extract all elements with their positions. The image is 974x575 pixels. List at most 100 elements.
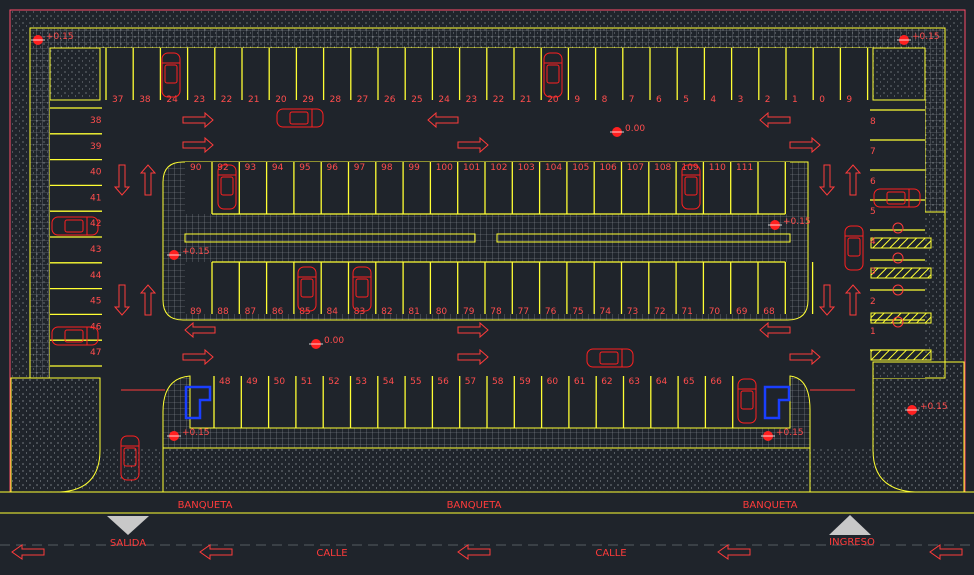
wheelchair-icon: [892, 284, 904, 296]
stall-number: 2: [765, 95, 771, 105]
street-label-2: CALLE: [595, 548, 626, 559]
stall-number: 83: [354, 307, 365, 317]
stall-number: 3: [738, 95, 744, 105]
stall-number: 43: [90, 245, 101, 255]
stall-number: 21: [520, 95, 531, 105]
stall-number: 66: [710, 377, 722, 387]
car-body: [737, 378, 757, 424]
car-body: [543, 52, 563, 98]
street-label-1: CALLE: [316, 548, 347, 559]
arrow-right-icon: [182, 348, 214, 366]
stall-number: 102: [490, 163, 507, 173]
stall-number: 5: [870, 207, 876, 217]
island-median-right: [496, 233, 791, 243]
car-icon: [120, 435, 140, 481]
stall-number: 42: [90, 219, 101, 229]
stall-number: 1: [792, 95, 798, 105]
exit-label: SALIDA: [110, 538, 146, 549]
stall-number: 73: [627, 307, 638, 317]
car-body: [276, 108, 324, 128]
level-label: 0.00: [324, 336, 344, 346]
entry-triangle-icon: [829, 515, 871, 535]
level-label: +0.15: [776, 428, 804, 438]
arrow-left-icon: [759, 321, 791, 339]
stall-number: 78: [490, 307, 502, 317]
arrow-down-icon: [113, 164, 131, 196]
stall-number: 20: [547, 95, 559, 105]
stall-number: 5: [683, 95, 689, 105]
stall-number: 98: [381, 163, 393, 173]
stall-number: 96: [327, 163, 339, 173]
arrow-up-icon: [844, 284, 862, 316]
wheelchair-icon: [892, 222, 904, 234]
stall-number: 57: [465, 377, 476, 387]
wheelchair-icon: [892, 316, 904, 328]
stall-number: 37: [112, 95, 123, 105]
entry-label: INGRESO: [829, 537, 875, 548]
stall-number: 20: [275, 95, 287, 105]
car-body: [297, 266, 317, 312]
sidewalk-label-1: BANQUETA: [178, 500, 233, 511]
planter-se: [872, 361, 965, 493]
stall-number: 95: [299, 163, 310, 173]
car-body: [681, 164, 701, 210]
stall-number: 69: [736, 307, 748, 317]
stall-number: 9: [574, 95, 580, 105]
stall-number: 93: [245, 163, 256, 173]
level-markers: +0.15+0.150.00+0.15+0.150.00+0.15+0.15+0…: [31, 32, 948, 441]
arrow-down-icon: [818, 164, 836, 196]
stall-number: 86: [272, 307, 284, 317]
stall-number: 6: [870, 177, 876, 187]
accessible-symbol-left: [184, 385, 212, 420]
level-label: +0.15: [912, 32, 940, 42]
car-icon: [586, 348, 634, 368]
stall-number: 29: [302, 95, 314, 105]
stall-number: 0: [819, 95, 825, 105]
car-icon: [543, 52, 563, 98]
arrow-right-icon: [182, 111, 214, 129]
stall-number: 70: [709, 307, 721, 317]
stall-number: 41: [90, 193, 101, 203]
stall-number: 74: [600, 307, 612, 317]
stall-number: 4: [710, 95, 716, 105]
stall-number: 94: [272, 163, 284, 173]
stall-number: 40: [90, 168, 102, 178]
accessible-symbol-right: [763, 385, 791, 420]
front-sidewalk-strip: [162, 447, 811, 493]
arrow-up-icon: [139, 284, 157, 316]
stall-number: 75: [572, 307, 583, 317]
car-icon: [844, 225, 864, 271]
street-arrow-left-icon: [199, 544, 233, 560]
stall-number: 81: [408, 307, 419, 317]
car-roof: [300, 278, 314, 298]
street-arrow-left-icon: [717, 544, 751, 560]
car-icon: [161, 52, 181, 98]
car-icon: [297, 266, 317, 312]
stall-number: 25: [411, 95, 422, 105]
arrow-left-icon: [427, 111, 459, 129]
stall-number: 110: [709, 163, 726, 173]
stall-number: 48: [219, 377, 231, 387]
stall-number: 23: [194, 95, 205, 105]
car-roof: [64, 329, 84, 343]
stall-number: 80: [436, 307, 448, 317]
stall-number: 59: [519, 377, 531, 387]
stall-number: 64: [656, 377, 668, 387]
level-label: 0.00: [625, 124, 645, 134]
sidewalk-label-3: BANQUETA: [743, 500, 798, 511]
stall-number: 56: [437, 377, 449, 387]
car-roof: [220, 176, 234, 196]
arrow-right-icon: [457, 136, 489, 154]
stall-number: 1: [870, 327, 876, 337]
car-roof: [886, 191, 906, 205]
car-icon: [217, 164, 237, 210]
car-roof: [64, 219, 84, 233]
level-label: +0.15: [46, 32, 74, 42]
stall-number: 82: [381, 307, 392, 317]
street-arrow-left-icon: [929, 544, 963, 560]
stall-number: 2: [870, 297, 876, 307]
stall-number: 38: [139, 95, 151, 105]
stall-number: 101: [463, 163, 480, 173]
car-body: [217, 164, 237, 210]
